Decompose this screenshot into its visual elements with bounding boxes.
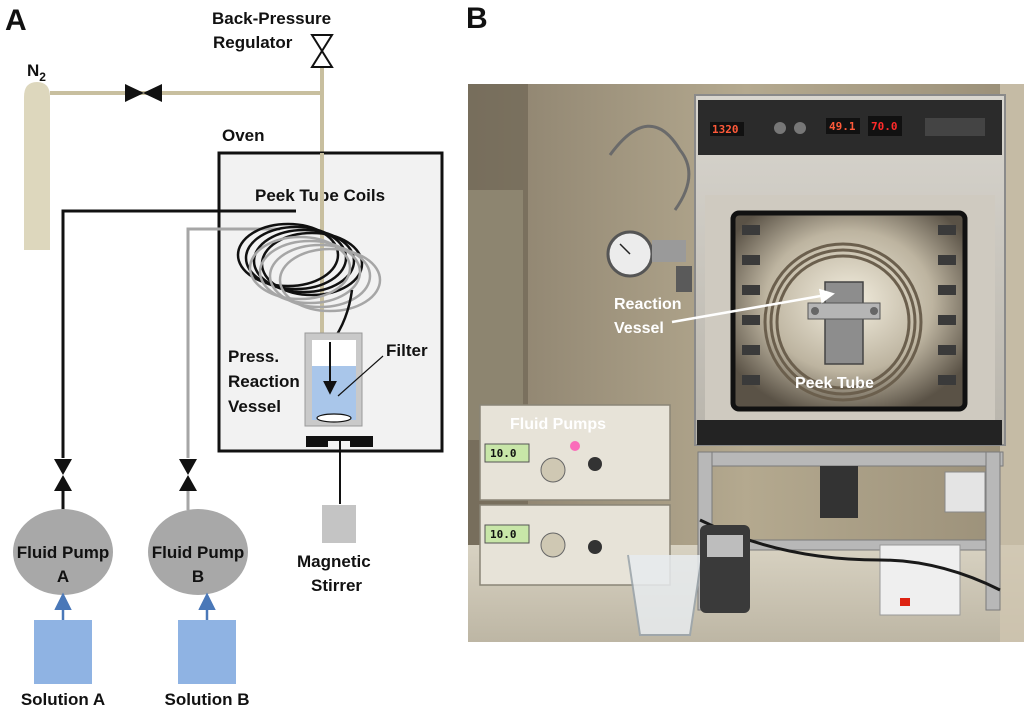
photo-reaction-label-line2: Vessel — [614, 320, 664, 337]
oven-label: Oven — [222, 126, 265, 145]
photo-clamp-bolt-1 — [811, 307, 819, 315]
pump-b-label-line1: Fluid Pump — [152, 543, 245, 562]
photo-gauge-needle — [619, 243, 631, 255]
photo-oven-display-1-text: 1320 — [712, 123, 739, 136]
panel-a-schematic: A Back-Pressure Regulator N2 Oven Peek T… — [5, 4, 444, 708]
photo-oven-knob-1 — [774, 122, 786, 134]
solution-a-container — [34, 620, 92, 684]
peek-tube-coils — [236, 222, 382, 343]
photo-vessel-clamp — [807, 302, 881, 320]
pump-a-label-line2: A — [57, 567, 69, 586]
nitrogen-label: N2 — [27, 61, 46, 84]
line-pump-a — [61, 209, 296, 458]
stirrer-label-line1: Magnetic — [297, 552, 371, 571]
panel-a-letter: A — [5, 4, 27, 37]
photo-oven-display-2 — [826, 118, 860, 134]
photo-fluid-pump-2 — [479, 504, 671, 586]
filter-disc — [316, 413, 352, 423]
nitrogen-cylinder — [24, 82, 50, 250]
photo-oven-display-3-text: 70.0 — [871, 120, 898, 133]
pump-a-label-line1: Fluid Pump — [17, 543, 110, 562]
filter-pointer — [337, 355, 384, 397]
gas-valve-icon[interactable] — [125, 84, 162, 102]
vessel-label-line1: Press. — [228, 347, 279, 366]
panel-b-letter: B — [466, 2, 488, 35]
photo-regulator-body — [652, 240, 686, 262]
vessel-label-line2: Reaction — [228, 372, 300, 391]
back-pressure-regulator-icon[interactable] — [310, 34, 334, 68]
fluid-pump-a — [13, 509, 113, 595]
fluid-pump-b — [148, 509, 248, 595]
photo-clamp-bolt-2 — [870, 307, 878, 315]
photo-power-strip — [879, 544, 961, 616]
photo-fluid-pumps-label: Fluid Pumps — [510, 416, 606, 433]
photo-reaction-label-line1: Reaction — [614, 296, 682, 313]
photo-reaction-arrow — [671, 288, 835, 324]
photo-cabinet-panel — [468, 190, 523, 440]
pump-b-label-line2: B — [192, 567, 204, 586]
photo-peek-tube-coils — [763, 242, 923, 402]
vessel-label-line3: Vessel — [228, 397, 281, 416]
solution-b-container — [178, 620, 236, 684]
photo-peek-tube-label: Peek Tube — [795, 375, 874, 392]
filter-label: Filter — [386, 341, 428, 360]
back-pressure-label-line2: Regulator — [213, 33, 293, 52]
photo-fluid-pump-1 — [479, 404, 671, 501]
photo-pump-2-display: 10.0 — [490, 528, 517, 541]
photo-meter-screen — [707, 535, 743, 557]
stir-plate — [306, 436, 373, 504]
photo-oven-display-3 — [868, 116, 902, 136]
pump-b-valve-icon[interactable] — [179, 459, 197, 491]
photo-oven-knob-2 — [794, 122, 806, 134]
solution-b-label: Solution B — [165, 690, 250, 708]
photo-gas-tubing — [608, 124, 691, 211]
stirrer-label-line2: Stirrer — [311, 576, 362, 595]
panel-b-photo: B 1320 49.1 70.0 — [466, 2, 1024, 642]
back-pressure-label-line1: Back-Pressure — [212, 9, 331, 28]
photo-stirrer-motor — [820, 466, 858, 518]
photo-power-switch — [900, 598, 910, 606]
line-pump-b — [186, 227, 280, 458]
pressure-reaction-vessel — [304, 332, 363, 427]
photo-beaker — [627, 554, 703, 636]
photo-oven-display-1 — [710, 122, 744, 136]
pump-a-valve-icon[interactable] — [54, 459, 72, 491]
solution-a-label: Solution A — [21, 690, 105, 708]
photo-stirrer-controller — [944, 471, 986, 513]
photo-pump-indicator-light — [570, 441, 580, 451]
photo-chamber-vents — [742, 225, 956, 385]
photo-oven-brand-plate — [925, 118, 985, 136]
photo-oven-base — [697, 420, 1002, 445]
photo-pump-1-display: 10.0 — [490, 447, 517, 460]
photo-oven-display-2-text: 49.1 — [829, 120, 856, 133]
photo-regulator-valve — [676, 266, 692, 292]
magnetic-stirrer-box — [322, 505, 356, 543]
